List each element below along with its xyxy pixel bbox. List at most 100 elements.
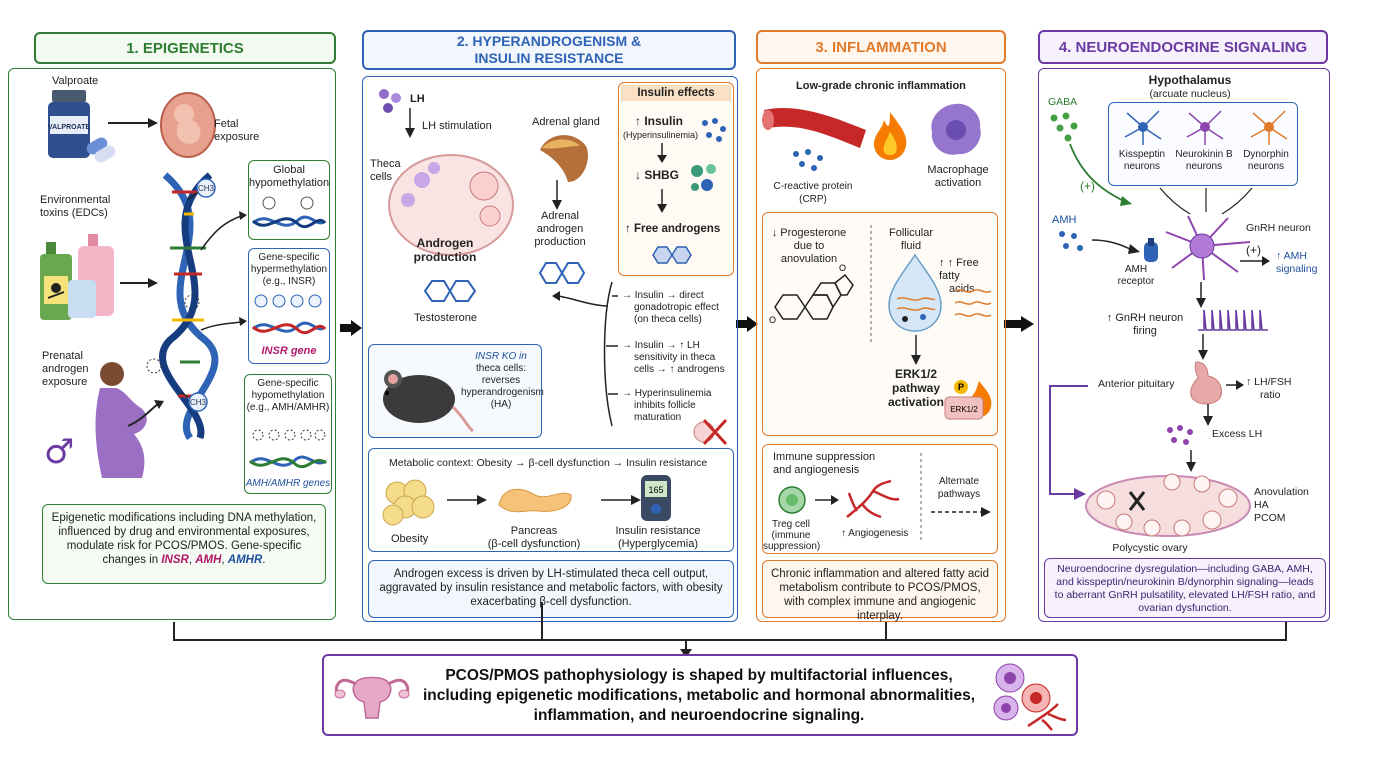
lh-molecule-icon [379,89,401,113]
treg-line2: (immune [771,530,811,541]
dynorphin-neuron-icon [1250,110,1288,145]
ir-line2: (Hyperglycemia) [617,538,699,550]
hyperinsulinemia-label: (Hyperinsulinemia) [623,130,699,140]
methyl-tag-top: CH3 [187,178,216,201]
treg-line3: suppression) [763,541,821,552]
ovary-follicle-icon [388,154,514,256]
arrow-p3-p4 [1004,316,1034,332]
prog-line2: due to anovulation [780,240,838,265]
testosterone-label: Testosterone [414,312,477,324]
gaba-label: GABA [1048,96,1078,108]
macro-line1: Macrophage [927,164,989,176]
firing-line2: firing [1133,325,1157,337]
panel4-summary: Neuroendocrine dysregulation—including G… [1044,558,1326,618]
ko-line3: reverses [481,375,521,386]
obesity-label: Obesity [391,533,429,545]
insulin-effects-title: Insulin effects [621,85,731,101]
pancreas-line2: (β-cell dysfunction) [487,538,581,550]
global-line2: hypomethylation [249,177,330,189]
male-symbol-icon: ♂ [44,432,75,472]
amh-receptor-icon [1144,238,1158,262]
arrow-firing-pituitary [1198,334,1208,360]
ratio-line1: ↑ LH/FSH [1246,376,1292,388]
insr-gene-label: INSR gene [261,345,317,357]
excess-lh-label: Excess LH [1212,428,1263,440]
arrow-insulin-shbg [657,143,667,163]
adrenal-label: Adrenal gland [532,116,600,128]
panel1-summary: Epigenetic modifications including DNA m… [42,504,326,584]
panel3 [756,68,1006,622]
pituitary-icon [1190,361,1222,405]
arrow-amh-receptor [1091,239,1140,254]
shbg-protein-icon [691,164,716,191]
summary1-text: Epigenetic modifications including DNA m… [51,512,317,566]
amhr-line2: receptor [1117,276,1155,287]
androgen-line1: Androgen [416,236,474,250]
bottom-line1: PCOS/PMOS pathophysiology is shaped by m… [445,667,953,684]
valproate-bottle-icon: VALPROATE [48,90,116,163]
pancreas-line1: Pancreas [510,525,558,537]
summary1-comma2: , [221,554,228,566]
alt-dashed-arrow [931,507,991,517]
arrow-prenatal-dna [127,400,164,427]
outcome-pcom: PCOM [1254,512,1286,524]
bottom-bracket [173,602,1287,658]
effect1-line1: Insulin → direct [634,290,704,301]
ch3-top-text: CH3 [198,184,215,193]
erk-chip-text: ERK1/2 [950,405,978,414]
hypothalamus-label: Hypothalamus [1148,73,1232,87]
phospho-text: P [958,382,964,392]
fire-icon [874,112,907,160]
mouse-icon [383,370,474,433]
crp-dots-icon [793,149,823,171]
amhr-line1: AMH [1124,264,1148,275]
effect3-line2: inhibits follicle [634,400,696,411]
kiss-line1: Kisspeptin [1118,149,1166,160]
polycystic-label: Polycystic ovary [1112,542,1188,554]
gaba-plus-label: (+) [1080,179,1095,193]
kiss-line2: neurons [1123,161,1161,172]
metabolic-context-box: Metabolic context: Obesity → β-cell dysf… [368,448,734,552]
progesterone-molecule-icon: O O [769,263,854,325]
ch3-bottom-text: CH3 [190,398,207,407]
summary1-comma1: , [188,554,196,566]
adrenal-prod-line2: androgen [536,223,584,235]
env-line2: toxins (EDCs) [40,207,108,219]
amh-dots-icon [1059,231,1083,251]
theca-line2: cells [370,171,393,183]
effect3-line1: Hyperinsulinemia [634,388,712,399]
follicular-fluid-drop-icon [888,253,942,332]
panel1-title: 1. EPIGENETICS [126,39,244,57]
methyl-tag-bottom: CH3 [179,391,208,412]
arrow-gnrh-amhsig [1240,256,1270,266]
insulin-text: Insulin [644,114,684,128]
blood-vessels-icon [846,479,900,519]
panel1 [8,68,336,620]
nkb-line1: Neurokinin B [1175,149,1233,160]
alt-line1: Alternate [938,476,980,487]
effect2-line2: sensitivity in theca [634,352,716,363]
effects-bracket [552,281,618,427]
gnrh-neuron-icon [1165,215,1251,281]
arrow-env-dna [120,278,158,288]
treg-cell-icon [778,486,806,514]
effect1-line3: (on theca cells) [634,314,702,325]
hyper-line2: hypermethylation [250,264,328,275]
treg-line1: Treg cell [772,519,810,530]
arrow-lh-stim [405,108,415,138]
erk-chip-icon: ERK1/2 P [944,380,992,420]
crp-line1: C-reactive protein [773,181,853,192]
gaba-dots-icon [1050,112,1078,142]
summary1-insr: INSR [161,554,189,566]
effect3-line3: maturation [634,412,682,423]
ratio-line2: ratio [1260,389,1281,401]
